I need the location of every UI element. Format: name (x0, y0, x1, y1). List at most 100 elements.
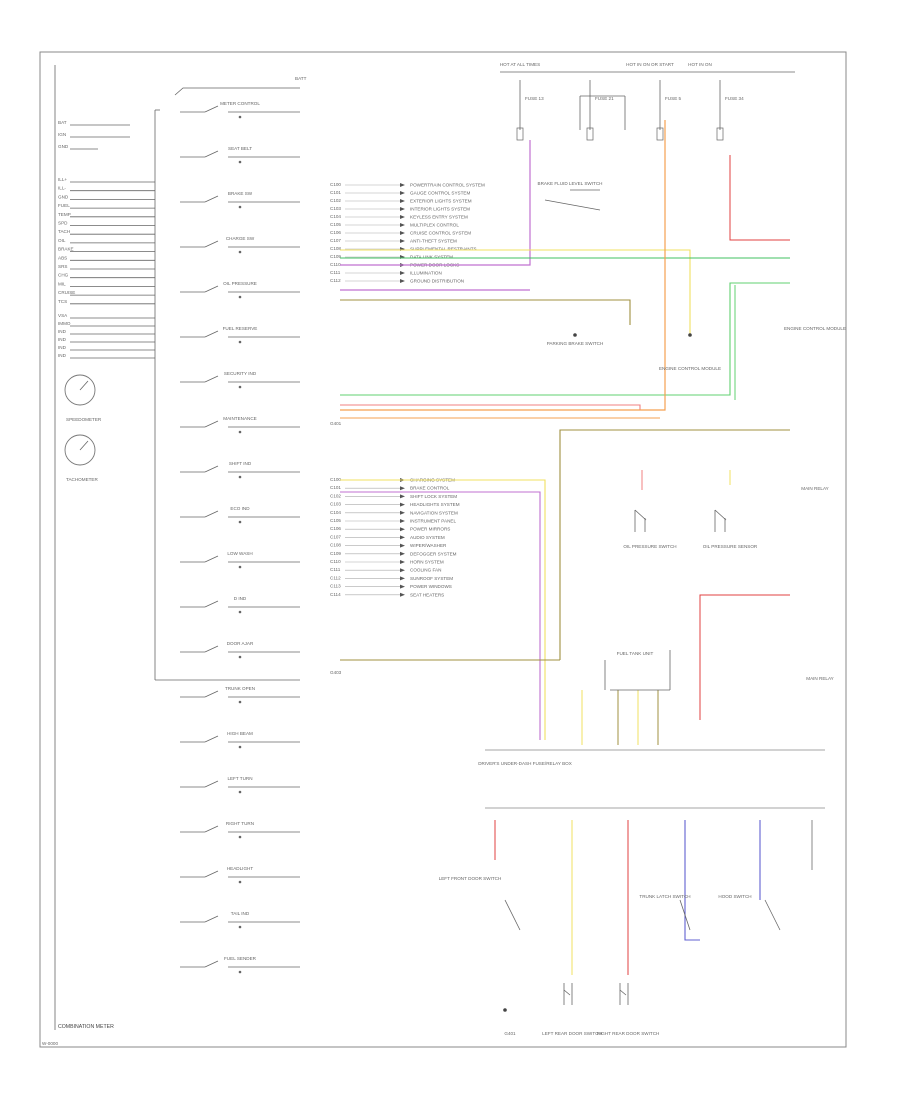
wire-olive (340, 299, 631, 325)
pin-label: IMMO (58, 321, 71, 326)
switch-label: LOW WASH (227, 551, 252, 556)
switch-blade (204, 375, 219, 383)
bundle-target: INSTRUMENT PANEL (410, 519, 456, 524)
bundle-arrow (400, 215, 405, 219)
switch-label: BATT (295, 76, 307, 81)
component-label: OIL PRESSURE SWITCH (623, 544, 676, 549)
bundle-target: SHIFT LOCK SYSTEM (410, 494, 457, 499)
bundle-pin: C110 (330, 559, 341, 564)
component-label: ENGINE CONTROL MODULE (659, 366, 721, 371)
component-label: G401 (504, 1031, 516, 1036)
pin-label: CHG (58, 273, 69, 278)
pin-label: SRS (58, 264, 67, 269)
pin-label: TEMP (58, 212, 71, 217)
bundle-ground: G401 (330, 421, 342, 426)
bundle-target: EXTERIOR LIGHTS SYSTEM (410, 199, 472, 204)
bundle-pin: C107 (330, 238, 341, 243)
wire-pink (340, 404, 641, 410)
component-label: MAIN RELAY (806, 676, 833, 681)
left-connector-pins: BATIGNGNDILL+ILL-GNDFUELTEMPSPDTACHOILBR… (58, 120, 155, 359)
bundle-pin: C102 (330, 198, 341, 203)
gauge-needle (79, 440, 89, 451)
wire-yellow (340, 479, 546, 740)
bundle-pin: C108 (330, 246, 341, 251)
pin-label: ILL- (58, 186, 66, 191)
bundle-pin: C100 (330, 182, 341, 187)
wire-purple (340, 491, 541, 740)
bundle-arrow (400, 568, 405, 573)
bundle-pin: C112 (330, 575, 341, 580)
bundle-arrow (400, 279, 405, 283)
pin-label: IND (58, 337, 67, 342)
fuse-symbol (716, 127, 724, 141)
switch-contact (238, 880, 242, 884)
switch-label: TRUNK OPEN (225, 686, 255, 691)
pin-label: GND (58, 194, 69, 199)
bundle-pin: C110 (330, 262, 341, 267)
pin-label: ABS (58, 255, 67, 260)
bundle-target: GAUGE CONTROL SYSTEM (410, 191, 470, 196)
switch-label: DOOR AJAR (227, 641, 254, 646)
bundle-arrow (400, 239, 405, 243)
switch-blade (204, 465, 219, 473)
bundle-target: MULTIPLEX CONTROL (410, 223, 459, 228)
component-label: FUEL TANK UNIT (617, 651, 654, 656)
fuse-symbol (586, 127, 594, 141)
source-label: HOT AT ALL TIMES (500, 62, 540, 67)
wire-green2 (340, 282, 790, 396)
bundle-arrow (400, 191, 405, 195)
component-label: ENGINE CONTROL MODULE (784, 326, 846, 331)
switch-blade (204, 105, 219, 113)
bundle-pin: C109 (330, 551, 341, 556)
bundle-arrow (400, 584, 405, 589)
bundle-target: COOLING FAN (410, 568, 441, 573)
door-switch-arm (619, 989, 627, 996)
switch-arm (634, 509, 647, 521)
bundle-pin: C104 (330, 214, 341, 219)
hood-switch-arm (764, 899, 781, 931)
switch-blade (204, 510, 219, 518)
pin-label: BRAKE (58, 247, 74, 252)
switch-contact (238, 790, 242, 794)
pin-label: TCS (58, 299, 67, 304)
meter-feed (174, 87, 300, 96)
component-label: OIL PRESSURE SENSOR (703, 544, 758, 549)
switch-label: HIGH BEAM (227, 731, 253, 736)
bundle-arrow (400, 519, 405, 523)
pin-label: IGN (58, 132, 66, 137)
wire-blue (684, 820, 700, 941)
bundle-pin: C107 (330, 534, 341, 539)
switch-label: HEADLIGHT (227, 866, 253, 871)
component-label: BRAKE FLUID LEVEL SWITCH (538, 181, 603, 186)
switch-blade (204, 645, 219, 653)
gauge-label: TACHOMETER (66, 477, 98, 482)
bundle-target: POWER WINDOWS (410, 584, 452, 589)
switch-blade (204, 420, 219, 428)
switch-contact (238, 385, 242, 389)
bundle-target: ILLUMINATION (410, 271, 442, 276)
switch-label: D IND (234, 596, 247, 601)
wire-olive (559, 429, 790, 660)
fuse-symbol (516, 127, 524, 141)
pin-label: MIL (58, 281, 66, 286)
switch-blade (204, 915, 219, 923)
switch-blade (204, 285, 219, 293)
bundle-target: POWERTRAIN CONTROL SYSTEM (410, 183, 485, 188)
bundle-target: GROUND DISTRIBUTION (410, 279, 464, 284)
bundle-arrow (400, 543, 405, 548)
gauge-dial (64, 374, 96, 406)
bundle-target: SUNROOF SYSTEM (410, 576, 453, 581)
fuse-label: FUSE 21 (595, 96, 614, 101)
bundle-pin: C111 (330, 270, 341, 275)
fuse-label: FUSE 13 (525, 96, 544, 101)
pin-label: BAT (58, 120, 67, 125)
gauge-needle (79, 380, 89, 391)
switch-blade (204, 240, 219, 248)
switch-label: LEFT TURN (227, 776, 252, 781)
bundle-target: NAVIGATION SYSTEM (410, 510, 458, 515)
fuse-label: FUSE 5 (665, 96, 682, 101)
pin-label: FUEL (58, 203, 70, 208)
